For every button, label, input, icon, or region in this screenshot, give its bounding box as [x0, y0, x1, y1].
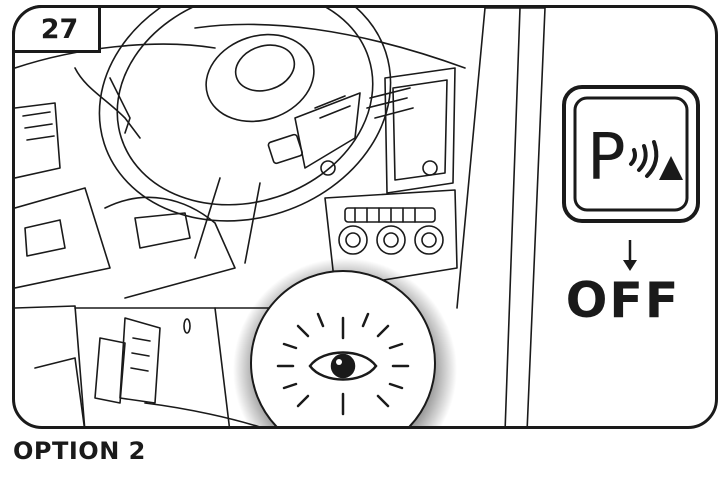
arrow-down-icon: [618, 238, 642, 274]
magnifier-inset: [248, 268, 438, 429]
illustration-frame: P: [12, 5, 718, 429]
svg-text:P: P: [587, 121, 626, 195]
off-label: OFF: [548, 272, 698, 329]
step-number: 27: [35, 14, 79, 45]
step-badge: 27: [12, 5, 101, 53]
parking-sensor-icon: P: [561, 84, 701, 224]
option-label: OPTION 2: [13, 437, 146, 465]
